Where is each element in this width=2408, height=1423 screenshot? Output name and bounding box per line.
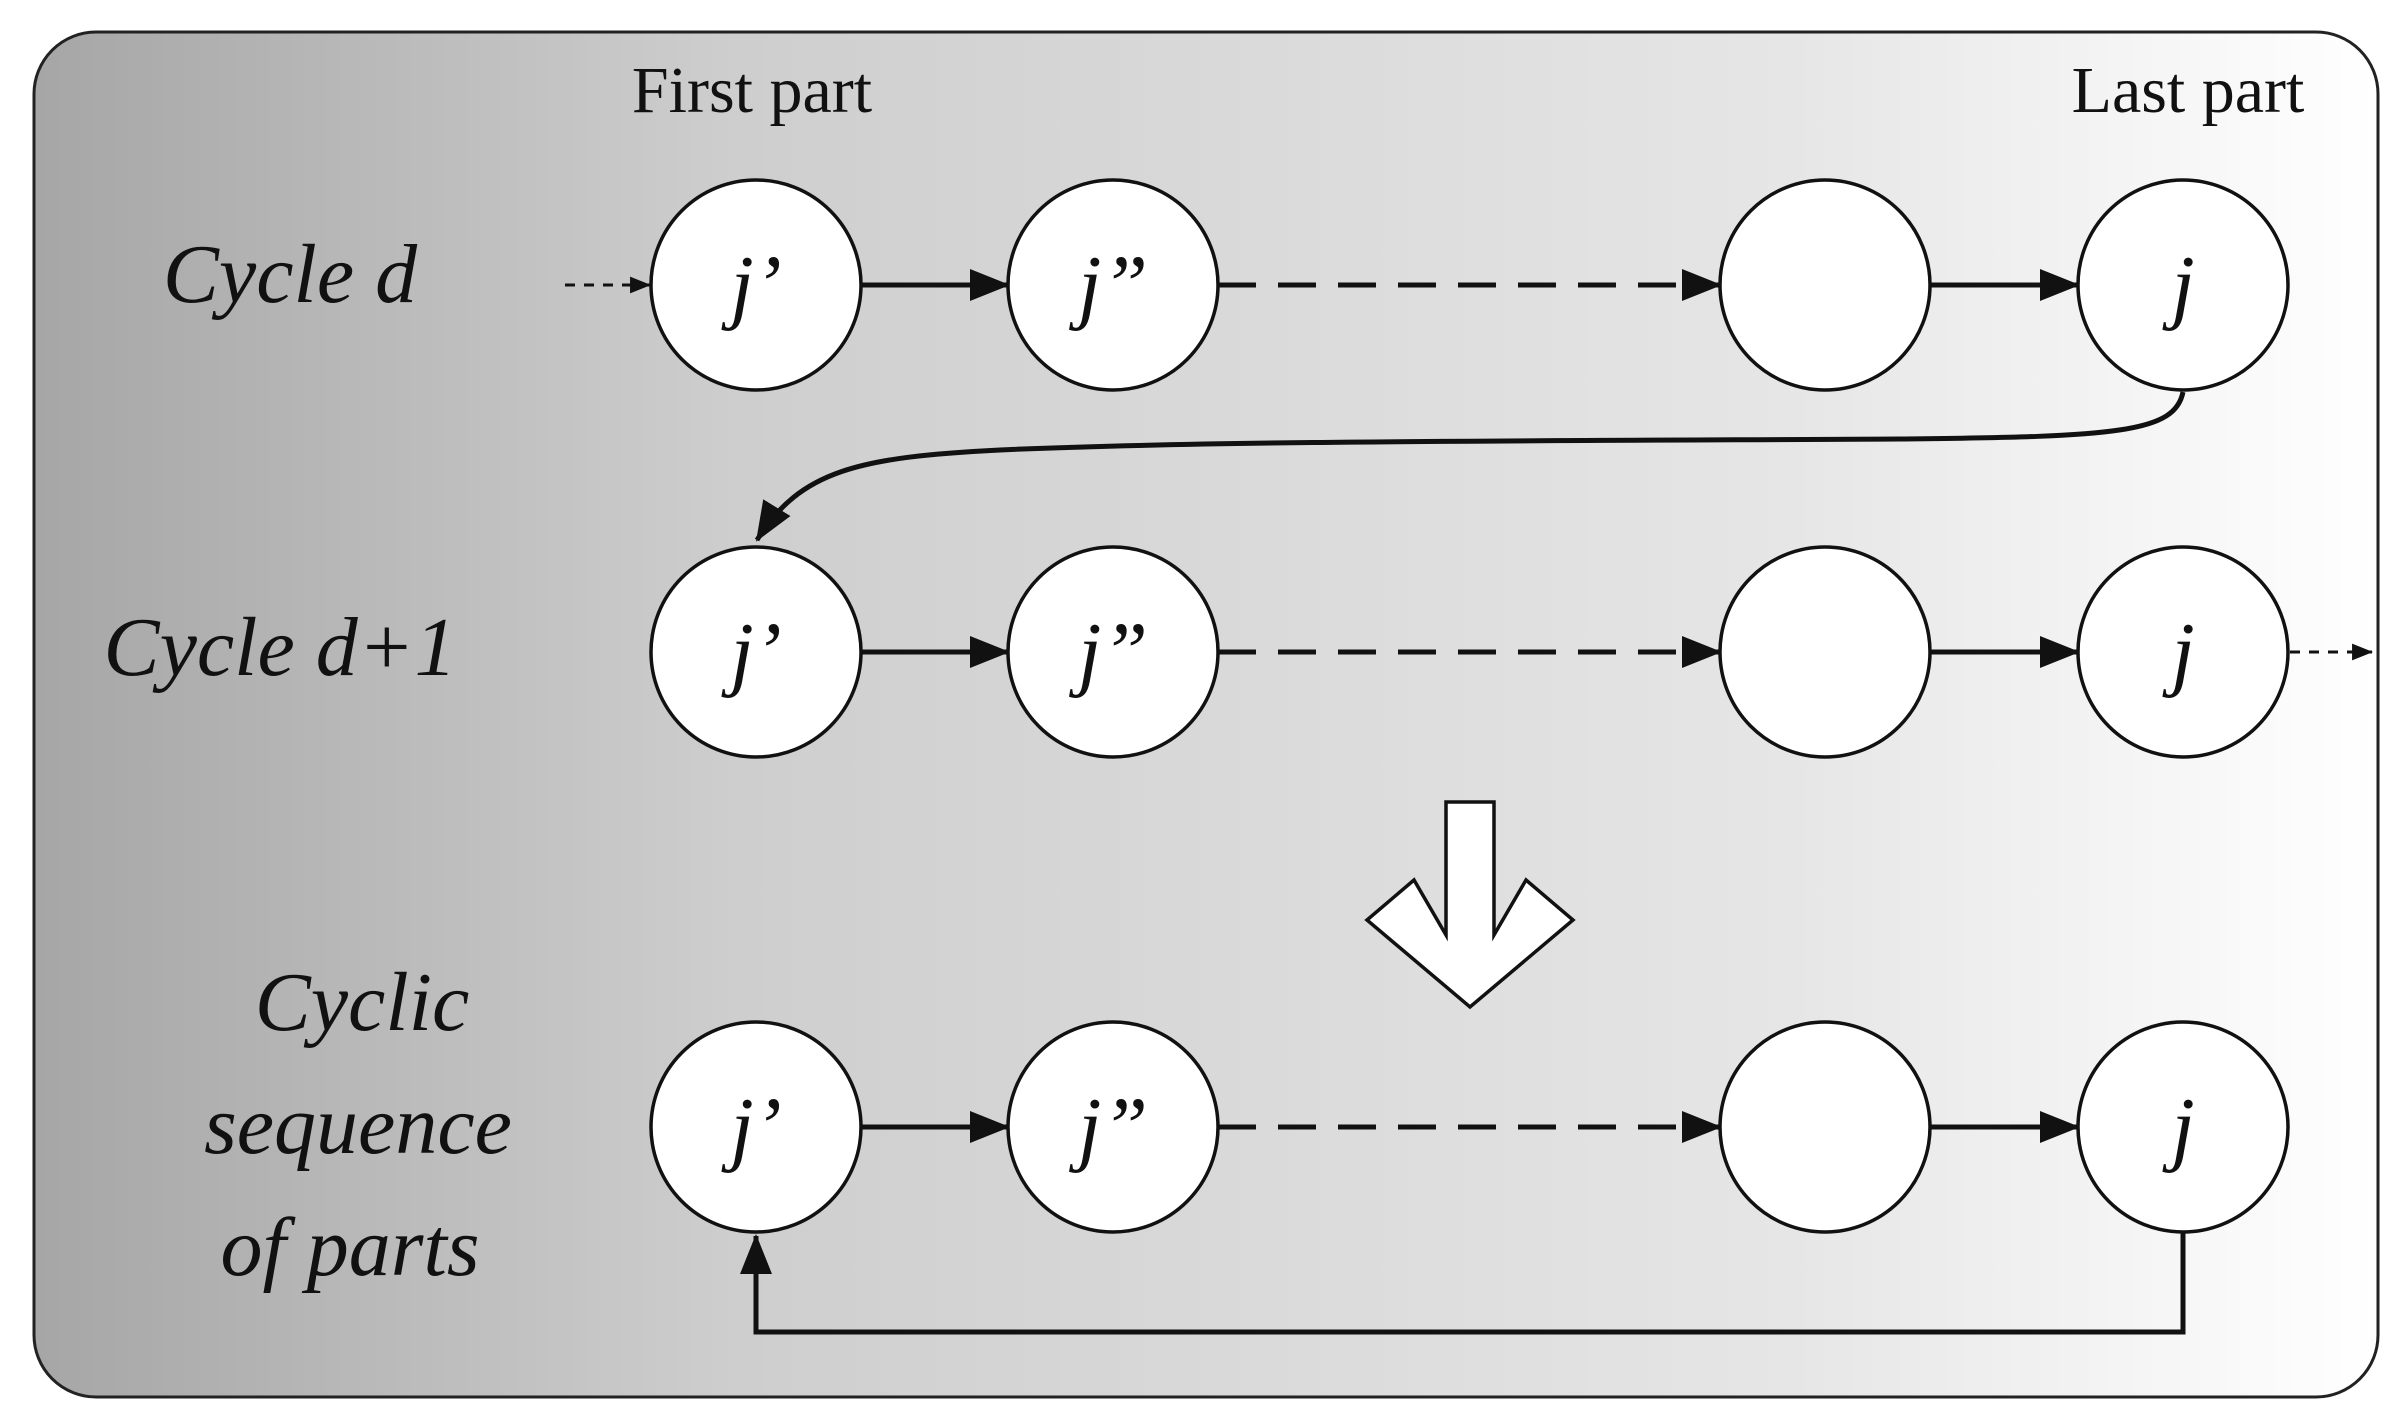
row-cyclic-sequence: j’ j” j <box>649 1020 2290 1335</box>
node-label: j” <box>1069 1081 1148 1174</box>
node-intermediate-part <box>1718 545 1932 759</box>
header-first-part: First part <box>632 54 872 127</box>
node-intermediate-part <box>1718 178 1932 392</box>
node-label: j’ <box>721 606 781 699</box>
loop-back-arrow <box>740 1232 2186 1335</box>
node-label: j’ <box>721 239 781 332</box>
cycle-transition-arrow <box>754 391 2186 542</box>
node-first-part <box>649 545 863 759</box>
node-last-part <box>2076 545 2290 759</box>
node-label: j” <box>1069 606 1148 699</box>
node-last-part <box>2076 178 2290 392</box>
node-label: j’ <box>721 1081 781 1174</box>
row-cycle-d: j’ j” j <box>565 178 2290 392</box>
node-label: j” <box>1069 239 1148 332</box>
node-second-part <box>1006 545 1220 759</box>
row-label-cyclic-line-3: of parts <box>220 1201 479 1294</box>
row-label-cycle-d-plus-1: Cycle d+1 <box>104 601 457 694</box>
row-label-cyclic-line-1: Cyclic <box>255 956 470 1049</box>
header-last-part: Last part <box>2072 54 2305 127</box>
node-first-part <box>649 1020 863 1234</box>
node-last-part <box>2076 1020 2290 1234</box>
node-second-part <box>1006 1020 1220 1234</box>
node-second-part <box>1006 178 1220 392</box>
node-first-part <box>649 178 863 392</box>
transform-down-arrow <box>1364 800 1576 1010</box>
node-intermediate-part <box>1718 1020 1932 1234</box>
row-cycle-d-plus-1: j’ j” j <box>649 545 2374 759</box>
row-label-cyclic-line-2: sequence <box>204 1079 512 1172</box>
row-label-cycle-d: Cycle d <box>163 228 418 321</box>
